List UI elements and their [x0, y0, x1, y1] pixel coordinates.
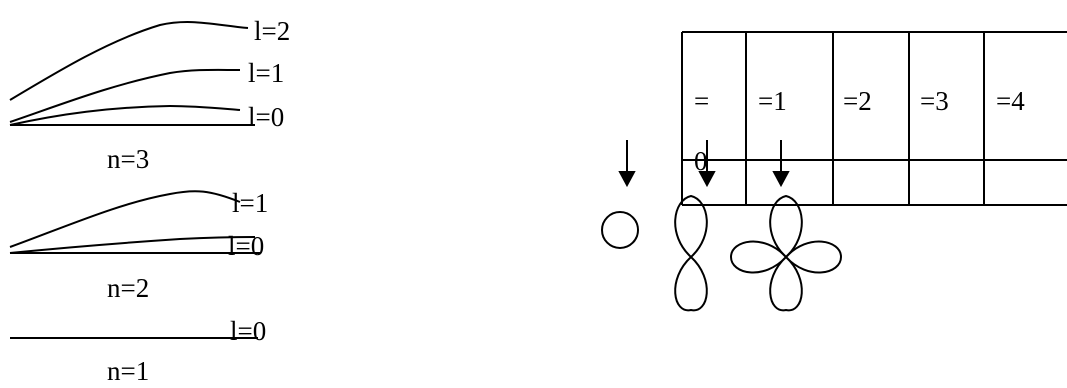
curve-n3-l1: [9, 68, 241, 123]
arrows: [618, 140, 790, 188]
energy-level-diagram: [9, 20, 260, 339]
arrow-down-icon: [618, 140, 636, 188]
quantum-table: = 0 =1 =2 =3 =4: [681, 31, 1067, 206]
level-group-n3: [9, 20, 255, 126]
table-header-cell: = 0: [694, 86, 716, 176]
p-orbital-shape: [674, 194, 708, 312]
level-label-n3: n=3: [107, 144, 149, 174]
curve-n2-l0: [9, 236, 256, 254]
table-header-cell-0-line-1: =: [694, 86, 709, 116]
arrow-down-icon: [698, 140, 716, 188]
sublevel-label-n2-l1: l=1: [232, 188, 268, 218]
curve-n3-l0: [9, 104, 241, 126]
table-header-cell: =2: [843, 86, 872, 116]
s-orbital-shape: [601, 211, 639, 249]
orbital-shapes: [601, 194, 843, 312]
sublevel-label-n3-l1: l=1: [248, 58, 284, 88]
sublevel-label-n3-l2: l=2: [254, 16, 290, 46]
table-header-cell: =3: [920, 86, 949, 116]
sublevel-label-n2-l0: l=0: [228, 231, 264, 261]
curve-n2-l1: [9, 190, 241, 248]
table-header-row: = 0 =1 =2 =3 =4: [694, 86, 1025, 176]
d-orbital-shape: [729, 194, 843, 312]
sublevel-label-n1-l0: l=0: [230, 316, 266, 346]
table-header-cell: =4: [996, 86, 1025, 116]
arrow-down-icon: [772, 140, 790, 188]
level-label-n2: n=2: [107, 273, 149, 303]
level-label-n1: n=1: [107, 356, 149, 383]
table-header-cell: =1: [758, 86, 787, 116]
energy-level-labels: l=2 l=1 l=0 n=3 l=1 l=0 n=2 l=0 n=1: [107, 16, 290, 386]
table-header-cell-0-line-2: 0: [694, 146, 708, 176]
level-group-n2: [9, 190, 260, 254]
curve-n3-l2: [9, 20, 249, 101]
sublevel-label-n3-l0: l=0: [248, 102, 284, 132]
